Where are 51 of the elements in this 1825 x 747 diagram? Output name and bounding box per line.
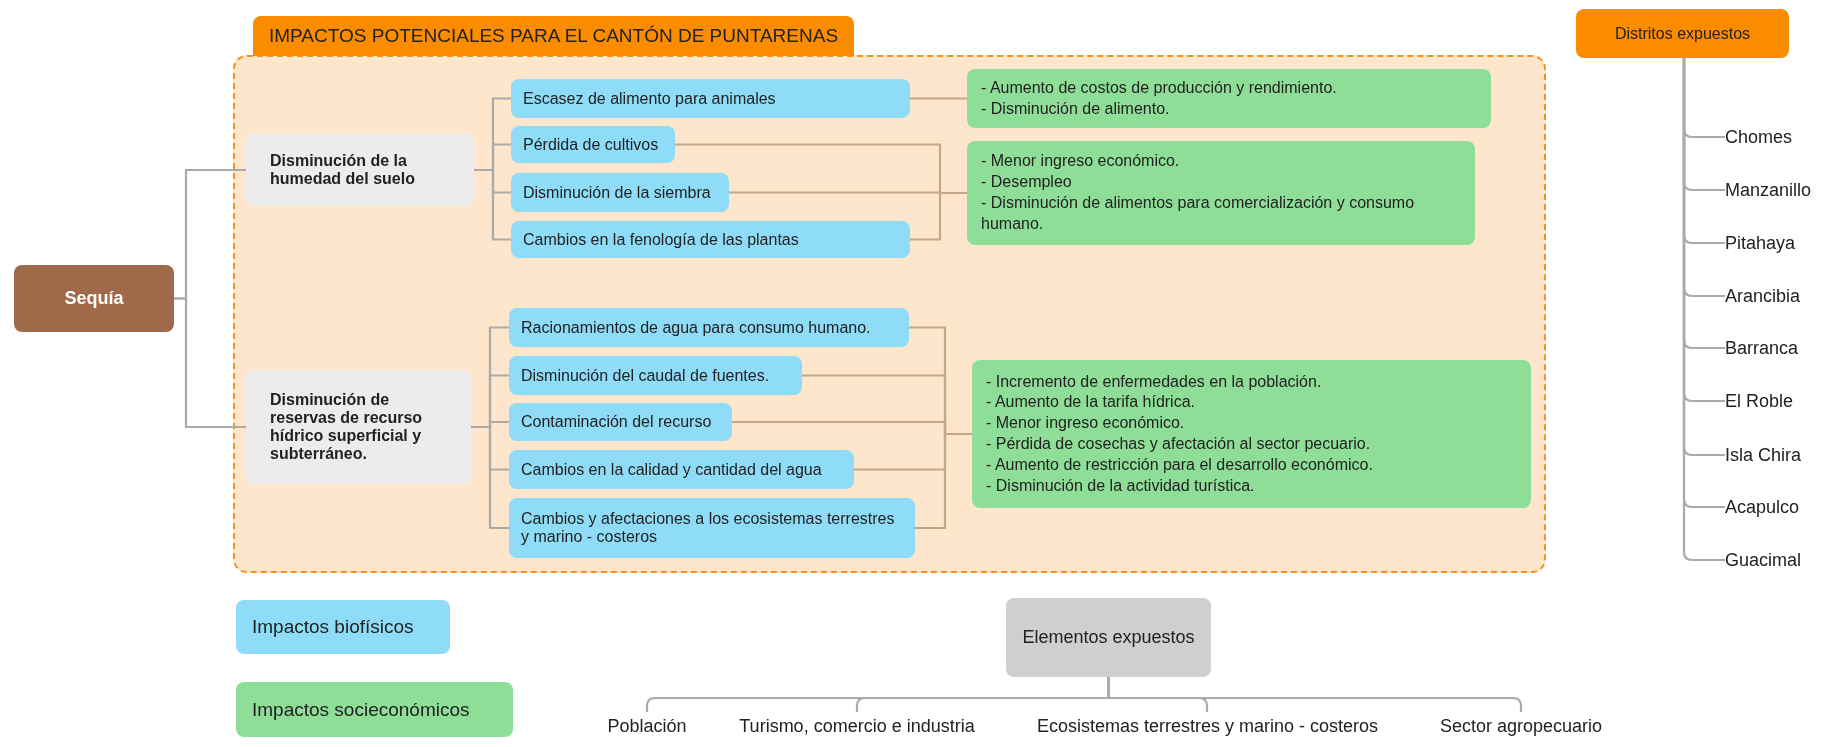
- impact-box: Cambios y afectaciones a los ecosistemas terrestres y marino - costeros: [509, 498, 915, 558]
- element-label: Ecosistemas terrestres y marino - costeros: [1037, 712, 1377, 740]
- consequence-box: [972, 360, 1531, 508]
- district-label: Barranca: [1725, 336, 1820, 360]
- legend-swatch: Impactos biofísicos: [236, 600, 450, 654]
- impact-box: Escasez de alimento para animales: [511, 79, 910, 118]
- impact-box: Disminución del caudal de fuentes.: [509, 356, 802, 395]
- connector-line: [174, 297, 246, 429]
- connector-line: [910, 191, 967, 241]
- impact-box: Cambios en la calidad y cantidad del agua: [509, 450, 854, 489]
- bullet-text: - Disminución de alimento.: [981, 98, 1171, 119]
- district-label: El Roble: [1725, 389, 1820, 413]
- impact-box: Disminución de la siembra: [511, 173, 729, 212]
- connector-line: [910, 97, 967, 100]
- connector-line: [474, 168, 511, 241]
- impact-box: Racionamientos de agua para consumo humano.: [509, 308, 909, 347]
- district-label: Acapulco: [1725, 495, 1820, 519]
- bullet-text: - Disminución de la actividad turística.: [986, 475, 1256, 496]
- connector-line: [471, 425, 509, 530]
- category-box: Disminución de reservas de recurso hídrico superficial y subterráneo.: [246, 370, 471, 484]
- bullet-text: - Pérdida de cosechas y afectación al sector pecuario.: [986, 434, 1372, 454]
- impact-box: Pérdida de cultivos: [511, 126, 675, 163]
- bullet-text: - Incremento de enfermedades en la población.: [986, 371, 1323, 392]
- bullet-text: - Aumento de costos de producción y rendimiento.: [981, 77, 1338, 98]
- district-label: Pitahaya: [1725, 231, 1820, 255]
- bullet-text: - Aumento de la tarifa hídrica.: [986, 392, 1196, 413]
- element-label: Sector agropecuario: [1431, 712, 1611, 740]
- impact-box: Contaminación del recurso: [509, 403, 732, 441]
- district-label: Chomes: [1725, 125, 1820, 149]
- category-box: Disminución de la humedad del suelo: [246, 134, 474, 206]
- district-label: Isla Chira: [1725, 443, 1820, 467]
- district-label: Arancibia: [1725, 284, 1820, 308]
- element-label: Población: [587, 712, 707, 740]
- bullet-text: - Desempleo: [981, 172, 1073, 193]
- connector-line: [915, 432, 972, 530]
- group-title: IMPACTOS POTENCIALES PARA EL CANTÓN DE PUNTARENAS: [253, 16, 855, 56]
- element-label: Turismo, comercio e industria: [732, 712, 982, 740]
- header-box: Distritos expuestos: [1576, 9, 1789, 58]
- consequence-box: [967, 141, 1475, 245]
- legend-swatch: Impactos socieconómicos: [236, 682, 513, 737]
- consequence-box: [967, 69, 1491, 128]
- bullet-text: - Menor ingreso económico.: [986, 413, 1186, 434]
- district-label: Manzanillo: [1725, 178, 1825, 202]
- connector-line: [1107, 677, 1523, 712]
- bullet-text: - Menor ingreso económico.: [981, 151, 1181, 172]
- district-label: Guacimal: [1725, 548, 1820, 572]
- impact-box: Cambios en la fenología de las plantas: [511, 221, 910, 258]
- bullet-text: - Aumento de restricción para el desarrollo económico.: [986, 454, 1374, 475]
- category-box: Elementos expuestos: [1006, 598, 1211, 677]
- bullet-text: - Disminución de alimentos para comercialización y consumo humano.: [981, 193, 1416, 234]
- root-node: Sequía: [14, 265, 174, 332]
